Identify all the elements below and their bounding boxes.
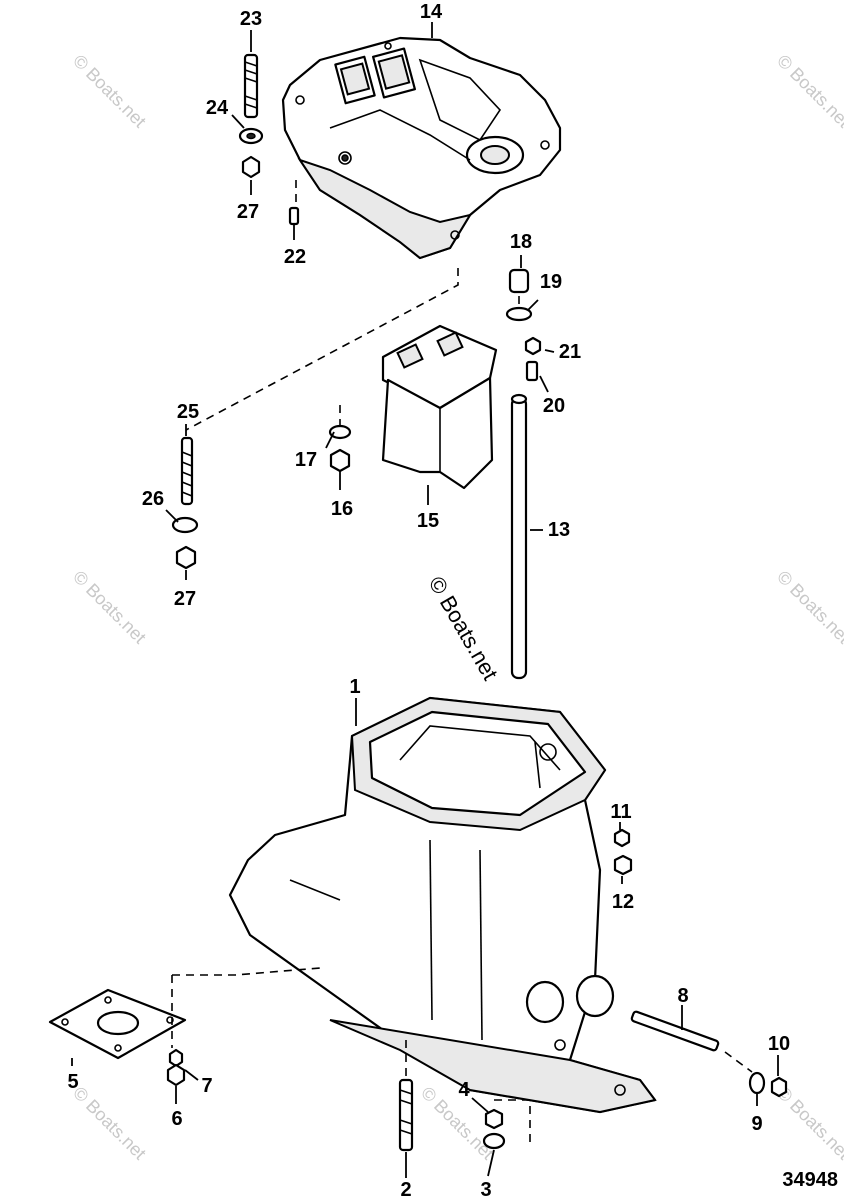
label-part-16: 16: [331, 498, 353, 520]
label-part-23: 23: [240, 8, 262, 30]
label-part-11: 11: [610, 801, 631, 823]
label-part-21: 21: [559, 341, 581, 363]
hardware: [166, 53, 788, 1152]
water-tube-part-13: [510, 393, 528, 680]
label-part-6: 6: [171, 1108, 182, 1130]
label-part-4: 4: [458, 1079, 470, 1101]
leader-lines: [71, 22, 779, 1178]
label-part-9: 9: [751, 1113, 762, 1135]
label-part-25: 25: [177, 401, 199, 423]
alignment-lines: [171, 180, 753, 1142]
part-labels: 23 14 24 27 22 18 19 21 20 25 17 16 15 1…: [67, 1, 790, 1200]
exhaust-tube-part-15: [381, 324, 498, 490]
watermark-top-right: © Boats.net: [773, 51, 844, 132]
label-part-14: 14: [420, 1, 443, 23]
driveshaft-housing-part-1: [228, 696, 657, 1114]
adapter-plate-part-14: [281, 36, 562, 260]
label-part-22: 22: [284, 246, 306, 268]
watermark-mid-right: © Boats.net: [773, 567, 844, 648]
watermark-bottom-right: © Boats.net: [773, 1083, 844, 1164]
watermark-top-left: © Boats.net: [69, 51, 150, 132]
label-part-18: 18: [510, 231, 532, 253]
watermark-bottom-left: © Boats.net: [69, 1083, 150, 1164]
label-part-27-top: 27: [237, 201, 259, 223]
label-part-27-mid: 27: [174, 588, 196, 610]
watermark-mid-left: © Boats.net: [69, 567, 150, 648]
label-part-8: 8: [677, 985, 688, 1007]
label-part-1: 1: [349, 676, 360, 698]
cover-plate-part-5: [48, 988, 187, 1060]
label-part-12: 12: [612, 891, 634, 913]
diagram-reference-number: 34948: [782, 1169, 838, 1191]
label-part-15: 15: [417, 510, 439, 532]
label-part-2: 2: [400, 1179, 411, 1200]
watermark-center: © Boats.net: [424, 572, 503, 684]
label-part-10: 10: [768, 1033, 790, 1055]
label-part-3: 3: [480, 1179, 491, 1200]
label-part-13: 13: [548, 519, 570, 541]
label-part-7: 7: [201, 1075, 212, 1097]
label-part-20: 20: [543, 395, 565, 417]
label-part-17: 17: [295, 449, 317, 471]
label-part-5: 5: [67, 1071, 78, 1093]
label-part-26: 26: [142, 488, 164, 510]
label-part-19: 19: [540, 271, 562, 293]
label-part-24: 24: [206, 97, 229, 119]
